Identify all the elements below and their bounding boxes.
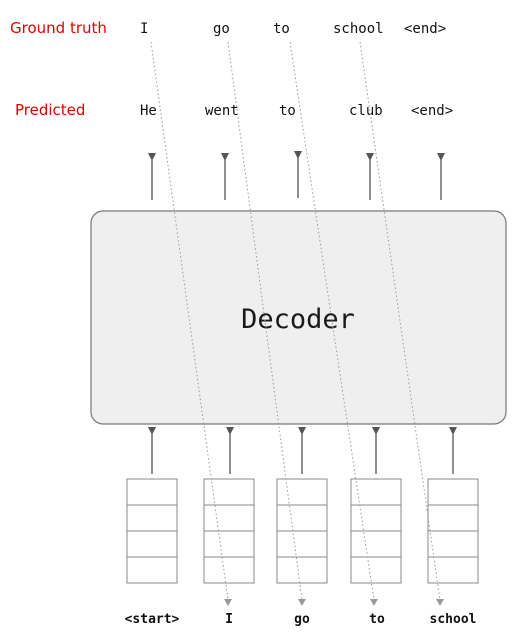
dotted-link-arrowhead — [370, 599, 378, 606]
output-arrows — [148, 151, 445, 200]
decoder-label: Decoder — [241, 304, 355, 335]
embedding-stack — [350, 478, 402, 584]
embedding-cell — [350, 478, 402, 506]
embedding-cell — [203, 504, 255, 532]
ground-truth-label: Ground truth — [10, 19, 107, 37]
embedding-stack — [276, 478, 328, 584]
embedding-cell — [203, 556, 255, 584]
embedding-cell — [427, 530, 479, 558]
embedding-cell — [276, 478, 328, 506]
dotted-link — [150, 41, 229, 601]
input-token: to — [369, 612, 385, 627]
embedding-cell — [203, 478, 255, 506]
predicted-token: He — [140, 103, 157, 119]
dotted-link-arrowhead — [224, 599, 232, 606]
embedding-cell — [276, 530, 328, 558]
dotted-link-arrowhead — [436, 599, 444, 606]
embedding-cell — [276, 504, 328, 532]
predicted-token: to — [279, 103, 296, 119]
embedding-stack — [126, 478, 178, 584]
input-tokens: <start> I go to school — [125, 612, 477, 627]
predicted-label: Predicted — [15, 101, 85, 119]
embedding-cell — [126, 530, 178, 558]
input-token: go — [294, 612, 310, 627]
input-token: school — [430, 612, 477, 627]
decoder-box — [90, 210, 507, 425]
embedding-cell — [126, 504, 178, 532]
embedding-cell — [203, 530, 255, 558]
embedding-stack — [203, 478, 255, 584]
input-arrows — [148, 427, 457, 474]
teacher-forcing-links — [150, 41, 441, 601]
embedding-cell — [427, 556, 479, 584]
embedding-stacks — [126, 478, 479, 584]
predicted-token: club — [349, 103, 383, 119]
input-token: I — [225, 612, 233, 627]
predicted-tokens: He went to club <end> — [140, 103, 453, 119]
ground-truth-token: <end> — [404, 21, 446, 37]
embedding-cell — [427, 478, 479, 506]
embedding-cell — [350, 556, 402, 584]
embedding-cell — [350, 504, 402, 532]
ground-truth-token: I — [140, 21, 148, 37]
teacher-forcing-link-heads — [224, 599, 444, 606]
embedding-cell — [276, 556, 328, 584]
ground-truth-tokens: I go to school <end> — [140, 21, 446, 37]
dotted-link-arrowhead — [298, 599, 306, 606]
predicted-token: went — [205, 103, 239, 119]
input-token: <start> — [125, 612, 180, 627]
ground-truth-token: go — [213, 21, 230, 37]
embedding-cell — [126, 556, 178, 584]
dotted-link — [227, 41, 303, 601]
embedding-cell — [427, 504, 479, 532]
embedding-cell — [350, 530, 402, 558]
ground-truth-token: school — [333, 21, 384, 37]
embedding-cell — [126, 478, 178, 506]
embedding-stack — [427, 478, 479, 584]
ground-truth-token: to — [273, 21, 290, 37]
predicted-token: <end> — [411, 103, 453, 119]
